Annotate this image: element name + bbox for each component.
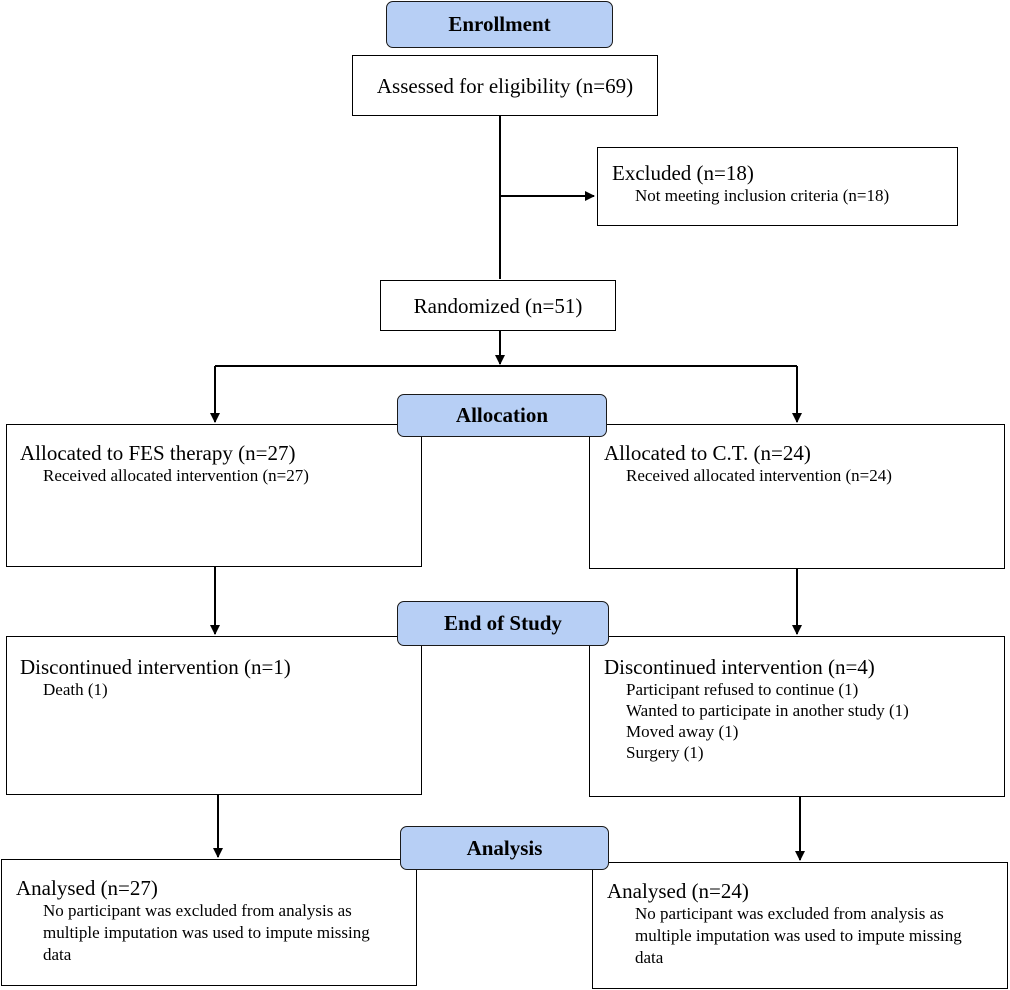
stage-end-of-study: End of Study: [397, 601, 609, 646]
discontinued-ct-detail: Wanted to participate in another study (…: [626, 701, 909, 720]
assessed-text: Assessed for eligibility (n=69): [376, 73, 634, 98]
analysed-ct-detail: No participant was excluded from analysi…: [635, 904, 944, 923]
discontinued-ct-detail: Surgery (1): [626, 743, 704, 762]
analysed-fes-detail: multiple imputation was used to impute m…: [43, 923, 370, 942]
allocated-ct-detail: Received allocated intervention (n=24): [626, 466, 892, 485]
allocated-fes-box: Allocated to FES therapy (n=27) Received…: [6, 424, 422, 567]
discontinued-ct-box: Discontinued intervention (n=4) Particip…: [589, 636, 1005, 797]
discontinued-fes-detail: Death (1): [43, 680, 108, 699]
stage-allocation-label: Allocation: [455, 403, 549, 427]
excluded-reasons: Not meeting inclusion criteria (n=18): [612, 185, 957, 206]
analysed-ct-detail: multiple imputation was used to impute m…: [635, 926, 962, 945]
analysed-ct-details: No participant was excluded from analysi…: [607, 903, 1007, 969]
discontinued-fes-title: Discontinued intervention (n=1): [20, 655, 291, 679]
stage-analysis-label: Analysis: [466, 835, 543, 860]
analysed-fes-title: Analysed (n=27): [16, 876, 158, 900]
analysed-ct-title: Analysed (n=24): [607, 879, 749, 903]
stage-enrollment-label: Enrollment: [448, 12, 551, 36]
randomized-text: Randomized (n=51): [413, 293, 583, 318]
analysed-fes-detail: No participant was excluded from analysi…: [43, 901, 352, 920]
discontinued-ct-detail: Moved away (1): [626, 722, 739, 741]
analysed-ct-detail: data: [635, 948, 664, 967]
discontinued-ct-title: Discontinued intervention (n=4): [604, 655, 875, 679]
analysed-fes-details: No participant was excluded from analysi…: [16, 900, 416, 966]
excluded-reason: Not meeting inclusion criteria (n=18): [635, 186, 890, 205]
stage-allocation: Allocation: [397, 394, 607, 437]
stage-enrollment: Enrollment: [386, 1, 613, 48]
allocated-ct-details: Received allocated intervention (n=24): [604, 465, 1004, 486]
discontinued-fes-box: Discontinued intervention (n=1) Death (1…: [6, 636, 422, 795]
discontinued-fes-details: Death (1): [20, 679, 421, 700]
allocated-fes-detail: Received allocated intervention (n=27): [43, 466, 309, 485]
discontinued-ct-detail: Participant refused to continue (1): [626, 680, 859, 699]
stage-analysis: Analysis: [400, 826, 609, 870]
allocated-ct-title: Allocated to C.T. (n=24): [604, 441, 811, 465]
stage-end-of-study-label: End of Study: [444, 611, 562, 635]
excluded-box: Excluded (n=18) Not meeting inclusion cr…: [597, 147, 958, 226]
assessed-box: Assessed for eligibility (n=69): [352, 55, 658, 116]
allocated-ct-box: Allocated to C.T. (n=24) Received alloca…: [589, 424, 1005, 569]
analysed-ct-box: Analysed (n=24) No participant was exclu…: [592, 862, 1008, 989]
excluded-title: Excluded (n=18): [612, 161, 754, 185]
randomized-box: Randomized (n=51): [380, 280, 616, 331]
allocated-fes-title: Allocated to FES therapy (n=27): [20, 441, 296, 465]
discontinued-ct-details: Participant refused to continue (1) Want…: [604, 679, 1004, 763]
allocated-fes-details: Received allocated intervention (n=27): [20, 465, 421, 486]
analysed-fes-detail: data: [43, 945, 72, 964]
analysed-fes-box: Analysed (n=27) No participant was exclu…: [1, 859, 417, 986]
